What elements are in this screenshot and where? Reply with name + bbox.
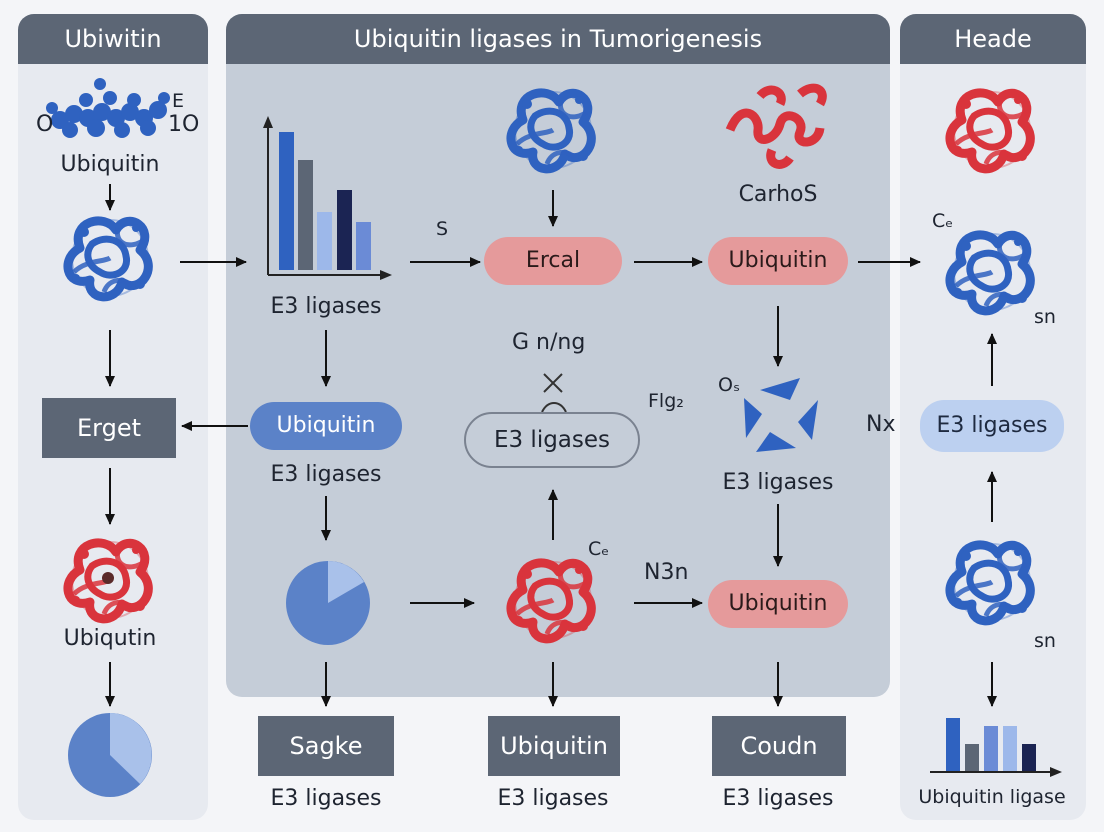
label-ce-mid: Cₑ [588, 538, 610, 560]
label-carhos: CarhoS [738, 182, 818, 207]
blue-protein-icon [68, 220, 148, 297]
label-e3-cycle: E3 ligases [722, 470, 834, 495]
e3-ligases-oval: E3 ligases [464, 412, 640, 468]
coudn-box: Coudn [712, 716, 846, 776]
label-e3-bar: E3 ligases [270, 294, 382, 319]
cycle-arrows-icon [744, 378, 818, 452]
label-e3-under-pill: E3 ligases [270, 462, 382, 487]
red-protein-icon-right [950, 92, 1030, 169]
label-os: Oₛ [718, 374, 741, 396]
label-sn-top: sn [1034, 306, 1056, 328]
label-e: E [172, 90, 185, 112]
flow-arrows [105, 184, 997, 707]
ubiquitin-pill-bottom: Ubiquitin [708, 580, 848, 628]
blue-protein-icon-top [511, 92, 591, 169]
label-10: 1O [168, 112, 200, 137]
label-s: S [436, 218, 449, 240]
label-nx: Nx [866, 412, 896, 437]
ubiquitin-molecule-icon [46, 78, 170, 138]
red-helix-icon [725, 83, 827, 169]
erget-box: Erget [42, 398, 176, 458]
label-n3n: N3n [644, 560, 689, 585]
ubiquitin-pill-blue: Ubiquitin [250, 402, 402, 450]
label-fig2: Flg₂ [648, 390, 684, 412]
label-bottom-e3-3: E3 ligases [722, 786, 834, 811]
label-ce-right: Cₑ [932, 210, 954, 232]
label-ubiquitin-top: Ubiquitin [60, 152, 160, 177]
bar-chart-icon [263, 116, 392, 280]
ubiquitin-pill-top: Ubiquitin [708, 237, 848, 285]
label-sn-bottom: sn [1034, 630, 1056, 652]
connector-glyph [541, 373, 567, 413]
pie-chart-icon-left [68, 713, 152, 797]
right-panel-title: Heade [900, 14, 1086, 64]
label-bottom-e3-1: E3 ligases [270, 786, 382, 811]
blue-protein-icon-right-bottom [950, 544, 1030, 621]
ubiquitin-box: Ubiquitin [488, 716, 620, 776]
label-bottom-e3-2: E3 ligases [497, 786, 609, 811]
center-panel-title: Ubiquitin ligases in Tumorigenesis [226, 14, 890, 64]
e3-ligases-pill-right: E3 ligases [920, 400, 1064, 452]
label-gnng: G n/ng [512, 330, 586, 355]
sagke-box: Sagke [258, 716, 394, 776]
label-ubiqutin-left: Ubiqutin [63, 626, 157, 651]
label-ubiquitin-ligase: Ubiquitin ligase [918, 786, 1066, 808]
blue-protein-icon-right [950, 234, 1030, 311]
ercal-pill: Ercal [484, 237, 622, 285]
left-panel-title: Ubiwitin [18, 14, 208, 64]
red-protein-icon-center [511, 562, 591, 639]
label-o: O [36, 112, 54, 137]
bar-chart-icon-right [930, 718, 1062, 777]
pie-chart-icon-center [286, 561, 370, 645]
